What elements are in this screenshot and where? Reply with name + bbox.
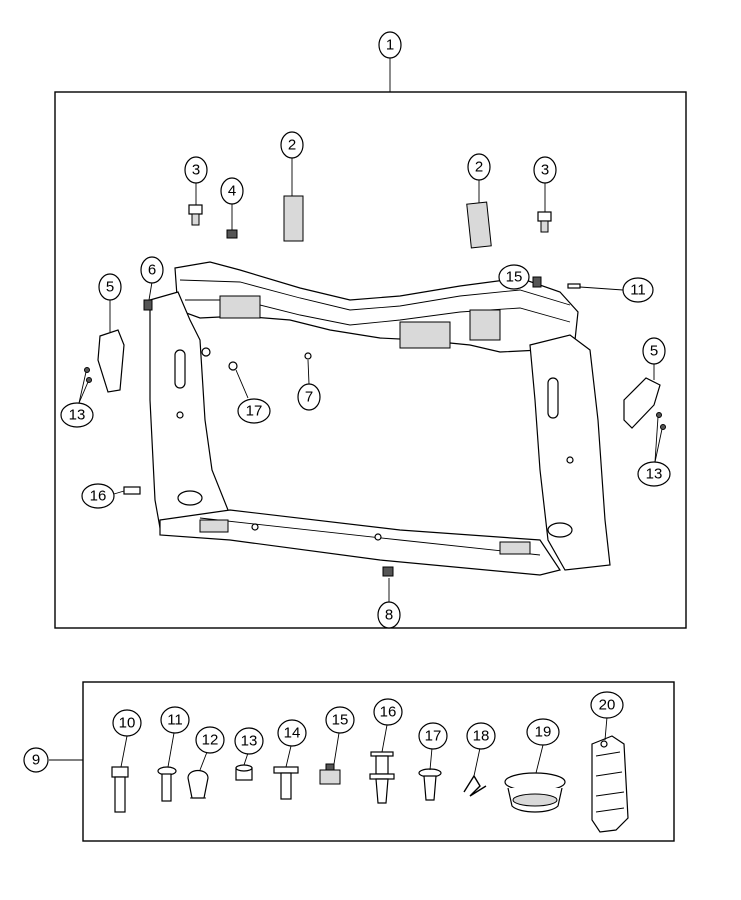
callout-19: 19 (526, 718, 560, 746)
kit-clip-12 (187, 769, 209, 799)
svg-text:18: 18 (473, 728, 490, 745)
svg-text:11: 11 (167, 712, 183, 729)
svg-text:2: 2 (288, 137, 296, 154)
bolt-3-right (537, 211, 552, 233)
callout-7: 7 (297, 383, 321, 411)
svg-text:13: 13 (646, 466, 663, 483)
kit-bolt-10 (111, 766, 129, 813)
svg-text:11: 11 (630, 282, 646, 299)
svg-text:9: 9 (32, 752, 40, 769)
svg-text:17: 17 (425, 728, 442, 745)
nut-13-right-a (656, 412, 662, 418)
callout-3-right: 3 (533, 156, 557, 184)
callout-11: 11 (622, 277, 654, 303)
nut-7 (304, 352, 312, 360)
svg-text:20: 20 (599, 697, 616, 714)
callout-3-left: 3 (184, 156, 208, 184)
callout-14: 14 (277, 719, 307, 747)
callout-5-left: 5 (98, 273, 122, 301)
bolt-11 (567, 283, 581, 289)
callout-12: 12 (195, 726, 225, 754)
callout-10: 10 (112, 709, 142, 737)
hardware-kit-box (82, 681, 675, 842)
callout-17-kit: 17 (418, 722, 448, 750)
svg-text:10: 10 (119, 715, 136, 732)
nut-4 (226, 229, 238, 239)
callout-15: 15 (498, 264, 530, 290)
foam-block-left (283, 195, 304, 242)
svg-text:17: 17 (246, 403, 263, 420)
svg-text:16: 16 (90, 488, 107, 505)
callout-18: 18 (466, 722, 496, 750)
nut-8 (382, 566, 394, 577)
callout-9: 9 (23, 747, 49, 773)
svg-text:13: 13 (241, 733, 258, 750)
svg-text:5: 5 (106, 279, 114, 296)
pin-17 (228, 361, 238, 371)
callout-2-right: 2 (467, 153, 491, 181)
bracket-5-left (97, 329, 125, 393)
clip-15 (532, 276, 542, 288)
callout-8: 8 (377, 601, 401, 629)
svg-text:5: 5 (650, 343, 658, 360)
callout-1: 1 (378, 31, 402, 59)
assembly-box (54, 91, 687, 629)
svg-text:1: 1 (386, 37, 394, 54)
callout-17: 17 (237, 398, 271, 424)
svg-text:15: 15 (506, 269, 523, 286)
callout-11-kit: 11 (160, 706, 190, 734)
nut-13-right-b (660, 424, 666, 430)
radiator-support (149, 261, 611, 576)
callout-5-right: 5 (642, 337, 666, 365)
svg-text:3: 3 (541, 162, 549, 179)
svg-text:12: 12 (202, 732, 219, 749)
svg-text:15: 15 (332, 712, 349, 729)
svg-text:13: 13 (69, 407, 86, 424)
svg-text:6: 6 (148, 262, 156, 279)
svg-text:16: 16 (380, 704, 397, 721)
clip-6 (143, 299, 153, 311)
kit-nut-13 (235, 764, 253, 781)
callout-13-kit: 13 (234, 727, 264, 755)
svg-text:3: 3 (192, 162, 200, 179)
svg-text:19: 19 (535, 724, 552, 741)
svg-text:7: 7 (305, 389, 313, 406)
callout-16-kit: 16 (373, 698, 403, 726)
callout-16: 16 (81, 483, 115, 509)
kit-bolt-14 (273, 766, 299, 800)
svg-text:14: 14 (284, 725, 301, 742)
nut-13-left-b (86, 377, 92, 383)
svg-text:2: 2 (475, 159, 483, 176)
kit-clip-15 (319, 763, 341, 785)
svg-text:8: 8 (385, 607, 393, 624)
callout-13-right: 13 (637, 461, 671, 487)
nut-13-left-a (84, 367, 90, 373)
kit-bolt-11 (157, 766, 177, 802)
callout-13-left: 13 (60, 402, 94, 428)
callout-20: 20 (590, 691, 624, 719)
bolt-3-left (188, 204, 203, 226)
pin-16 (123, 486, 141, 495)
kit-pin-17 (418, 768, 442, 801)
foam-block-right (466, 201, 492, 249)
kit-bracket-20 (591, 735, 629, 833)
bracket-5-right (623, 377, 661, 429)
callout-2-left: 2 (280, 131, 304, 159)
callout-6: 6 (140, 256, 164, 284)
callout-15-kit: 15 (325, 706, 355, 734)
kit-grommet-19 (504, 772, 566, 813)
callout-4: 4 (220, 177, 244, 205)
kit-pin-16 (369, 751, 395, 804)
kit-clip-18 (463, 774, 487, 797)
svg-text:4: 4 (228, 183, 236, 200)
